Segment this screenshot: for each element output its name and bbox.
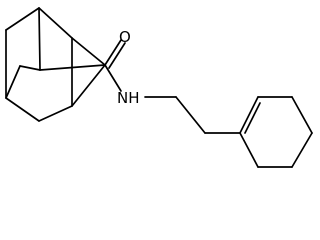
bond bbox=[39, 64, 106, 71]
bond bbox=[104, 39, 122, 66]
amide-group: O NH bbox=[104, 28, 140, 107]
bond bbox=[291, 132, 313, 168]
bond bbox=[291, 96, 313, 134]
adamantane-cage bbox=[5, 7, 106, 122]
bond bbox=[108, 42, 126, 69]
structure-diagram: O NH bbox=[5, 7, 313, 168]
bond bbox=[175, 96, 206, 134]
bond bbox=[38, 105, 73, 122]
bond bbox=[19, 65, 41, 71]
bond bbox=[104, 64, 122, 92]
bond bbox=[244, 102, 261, 134]
oxygen-label: O bbox=[119, 28, 131, 46]
nitrogen-label: NH bbox=[117, 89, 140, 107]
cyclohexene-ring bbox=[239, 96, 313, 168]
ethyl-linker bbox=[144, 96, 241, 134]
bond bbox=[38, 7, 41, 71]
bond bbox=[5, 97, 40, 122]
bond bbox=[5, 7, 40, 31]
bond bbox=[5, 65, 21, 99]
bond bbox=[71, 64, 106, 107]
bond bbox=[38, 7, 73, 39]
bond bbox=[71, 37, 106, 66]
molecule-drawing: O NH bbox=[5, 7, 313, 168]
bond bbox=[239, 132, 259, 168]
bond bbox=[239, 96, 259, 134]
